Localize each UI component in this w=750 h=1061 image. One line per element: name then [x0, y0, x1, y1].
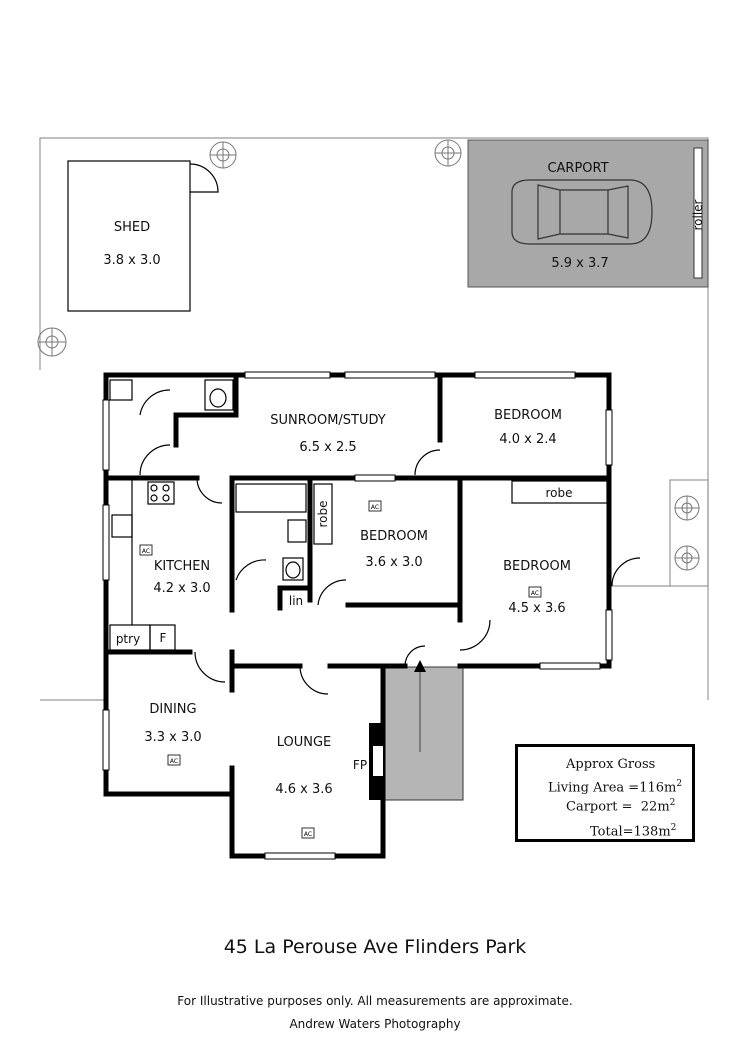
living-area: Living Area =116m2: [548, 779, 683, 796]
roller-door: [693, 147, 703, 279]
fridge-label: F: [160, 631, 167, 645]
kitchen-name: KITCHEN: [154, 559, 210, 574]
garden-bed: [669, 479, 709, 587]
sunroom-dims: 6.5 x 2.5: [299, 440, 356, 455]
carport-area: [467, 139, 709, 288]
linen-label: lin: [289, 594, 303, 608]
sunroom-name: SUNROOM/STUDY: [270, 413, 386, 428]
tree-icon: [674, 545, 700, 571]
tree-icon: [37, 327, 67, 357]
lounge-dims: 4.6 x 3.6: [275, 782, 332, 797]
carport-name: CARPORT: [547, 161, 608, 176]
tree-icon: [209, 141, 237, 169]
ac-unit: AC: [139, 544, 153, 556]
bedroom-ne-name: BEDROOM: [494, 408, 562, 423]
dining-dims: 3.3 x 3.0: [144, 730, 201, 745]
total-area: Total=138m2: [590, 823, 677, 840]
fireplace-opening: [373, 746, 383, 776]
windows: [102, 371, 613, 860]
kitchen-dims: 4.2 x 3.0: [153, 581, 210, 596]
carport-area-value: Carport = 22m2: [566, 798, 676, 815]
front-porch: [382, 666, 464, 801]
svg-text:AC: AC: [304, 831, 312, 838]
photographer-credit: Andrew Waters Photography: [289, 1017, 461, 1031]
robe-label: robe: [545, 486, 572, 500]
shed-door-swing: [189, 163, 219, 193]
property-boundary: [39, 137, 709, 700]
roller-label: roller: [691, 199, 705, 230]
shed-dims: 3.8 x 3.0: [103, 253, 160, 268]
property-address: 45 La Perouse Ave Flinders Park: [223, 936, 527, 958]
bedroom-e-name: BEDROOM: [503, 559, 571, 574]
pantry-label: ptry: [116, 632, 140, 646]
bedroom-ne-dims: 4.0 x 2.4: [499, 432, 556, 447]
robe-label-vertical: robe: [316, 500, 330, 527]
car-icon: [511, 179, 653, 245]
lounge-name: LOUNGE: [277, 735, 332, 750]
svg-text:AC: AC: [142, 548, 150, 555]
shed-name: SHED: [114, 220, 150, 235]
bedroom-mid-dims: 3.6 x 3.0: [365, 555, 422, 570]
dining-name: DINING: [149, 702, 196, 717]
disclaimer: For Illustrative purposes only. All meas…: [177, 994, 573, 1008]
ac-unit: AC: [368, 500, 382, 512]
tree-icon: [674, 495, 700, 521]
carport-dims: 5.9 x 3.7: [551, 256, 608, 271]
area-heading: Approx Gross: [566, 757, 656, 772]
ac-unit: AC: [528, 586, 542, 598]
tree-icon: [434, 139, 462, 167]
fireplace-label: FP: [353, 758, 367, 772]
ac-unit: AC: [167, 754, 181, 766]
shed-outline: [67, 160, 191, 312]
area-summary-box: Approx Gross Living Area =116m2 Carport …: [515, 744, 695, 842]
entry-arrow: [414, 660, 426, 672]
bedroom-e-dims: 4.5 x 3.6: [508, 601, 565, 616]
fixtures: [109, 379, 608, 651]
svg-text:AC: AC: [170, 758, 178, 765]
svg-text:AC: AC: [371, 504, 379, 511]
svg-text:AC: AC: [531, 590, 539, 597]
interior-walls: [103, 372, 612, 693]
ac-unit: AC: [301, 827, 315, 839]
door-swings: [139, 389, 641, 695]
bedroom-mid-name: BEDROOM: [360, 529, 428, 544]
